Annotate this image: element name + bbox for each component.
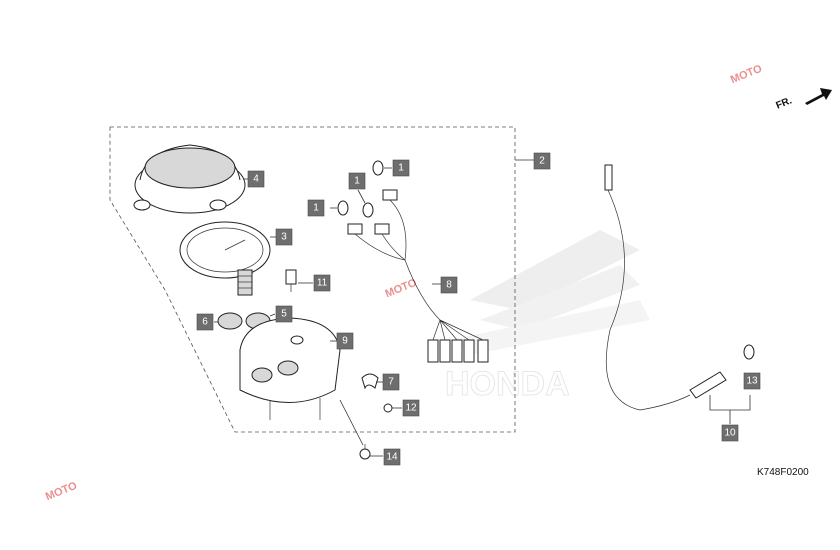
- callout-3: 3: [275, 228, 293, 246]
- svg-text:9: 9: [342, 336, 348, 347]
- svg-text:12: 12: [405, 403, 417, 414]
- clip-part: [361, 373, 379, 390]
- front-direction-arrow-icon: [805, 88, 832, 105]
- svg-text:10: 10: [724, 428, 736, 439]
- assembly-boundary: [109, 126, 516, 433]
- o-ring-part: [743, 344, 755, 360]
- callout-9: 9: [336, 332, 354, 350]
- callout-2: 2: [533, 152, 551, 170]
- diagram-code: K748F0200: [757, 467, 809, 478]
- svg-text:1: 1: [398, 163, 404, 174]
- svg-text:1: 1: [313, 203, 319, 214]
- callout-14: 14: [383, 448, 401, 466]
- meter-case-part: [239, 317, 341, 420]
- callout-1b: 1: [307, 199, 325, 217]
- callout-5: 5: [275, 305, 293, 323]
- svg-text:MOTO: MOTO: [44, 480, 79, 504]
- svg-text:5: 5: [281, 309, 287, 320]
- callout-6: 6: [196, 313, 214, 331]
- svg-text:HONDA: HONDA: [445, 365, 570, 403]
- meter-cover-part: [133, 144, 246, 214]
- svg-text:MOTO: MOTO: [729, 63, 764, 87]
- screw-bottom-part: [339, 399, 371, 460]
- speedometer-face-part: [179, 221, 271, 296]
- screw-small-part: [383, 403, 393, 413]
- speedometer-cable-part: [604, 164, 727, 411]
- svg-text:7: 7: [388, 377, 394, 388]
- callout-13: 13: [743, 372, 761, 390]
- bulb-part: [337, 160, 384, 218]
- svg-text:14: 14: [386, 452, 398, 463]
- svg-text:2: 2: [539, 156, 545, 167]
- callout-1a: 1: [392, 159, 410, 177]
- svg-text:11: 11: [317, 278, 328, 289]
- svg-text:1: 1: [354, 176, 360, 187]
- callout-4: 4: [247, 170, 265, 188]
- callout-10: 10: [721, 424, 739, 442]
- wire-harness-part: [347, 189, 489, 363]
- watermark-logo: MOTO MOTO MOTO: [44, 63, 764, 504]
- callout-12: 12: [402, 399, 420, 417]
- svg-text:4: 4: [253, 174, 259, 185]
- honda-wing-background: HONDA: [445, 230, 650, 404]
- svg-text:8: 8: [446, 280, 452, 291]
- callout-8: 8: [440, 276, 458, 294]
- callout-7: 7: [382, 373, 400, 391]
- svg-text:13: 13: [746, 376, 758, 387]
- screw-part: [285, 269, 297, 292]
- callout-1c: 1: [348, 172, 366, 190]
- svg-text:6: 6: [202, 317, 208, 328]
- callout-11: 11: [313, 274, 331, 292]
- svg-text:3: 3: [281, 232, 287, 243]
